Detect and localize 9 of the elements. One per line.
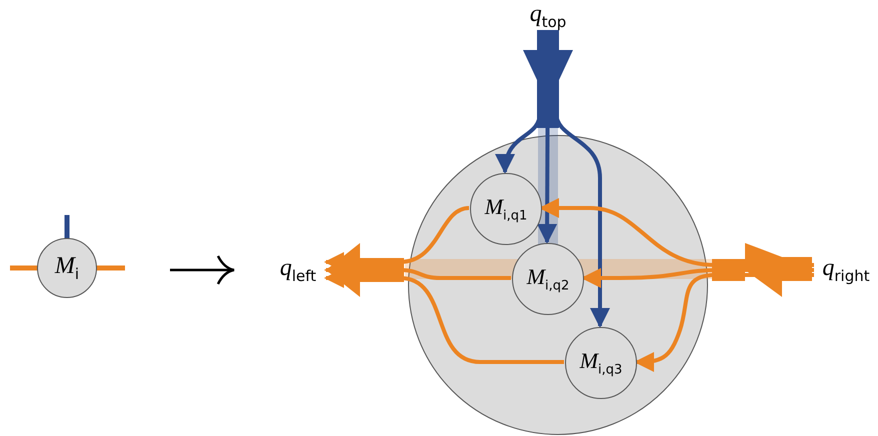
tensor-label: M$_{i,q3}$ xyxy=(580,350,622,376)
tensor-label: M$_{i}$ xyxy=(54,254,80,282)
tensor-label: M$_{i,q2}$ xyxy=(526,266,570,292)
index-label: q$_{top}$ xyxy=(530,2,566,30)
index-label: q$_{right}$ xyxy=(822,256,870,284)
connector xyxy=(634,273,814,372)
tensor-label: M$_{i,q1}$ xyxy=(484,196,528,222)
connector xyxy=(539,198,814,267)
index-label: q$_{left}$ xyxy=(280,256,316,284)
